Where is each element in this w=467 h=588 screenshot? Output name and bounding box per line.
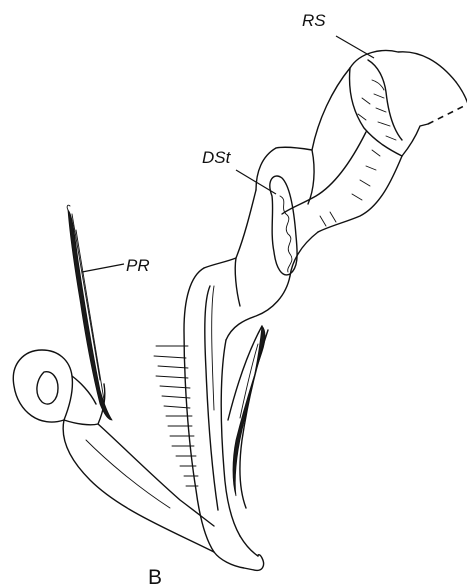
fringe-filaments — [154, 346, 198, 486]
descending-body — [184, 190, 290, 552]
pr-rod — [67, 205, 112, 420]
rs-head — [350, 51, 467, 156]
leader-rs — [336, 36, 374, 58]
middle-duct — [256, 68, 402, 276]
label-dst: DSt — [202, 148, 232, 167]
label-rs-group: RS — [302, 11, 374, 58]
leader-pr — [82, 264, 124, 272]
label-dst-group: DSt — [202, 148, 276, 194]
label-rs: RS — [302, 11, 326, 30]
dst-structure — [270, 176, 297, 275]
terminal-tip — [214, 536, 264, 570]
right-cord — [228, 326, 268, 508]
label-pr-group: PR — [82, 256, 150, 275]
left-bulb — [13, 350, 214, 552]
label-pr: PR — [126, 256, 150, 275]
panel-label: B — [148, 566, 162, 588]
